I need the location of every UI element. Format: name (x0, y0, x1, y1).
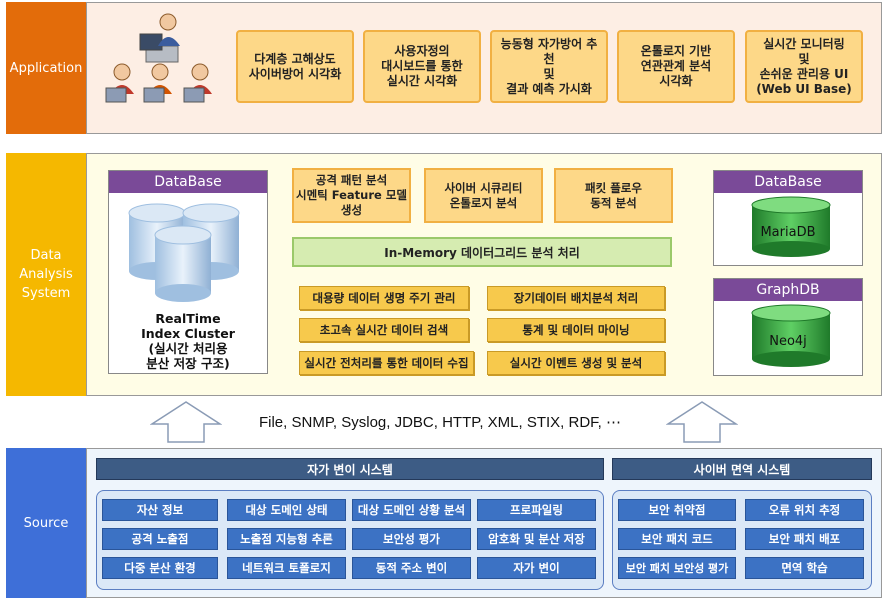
attack-pattern-box: 공격 패턴 분석 시멘틱 Feature 모델 생성 (292, 168, 411, 223)
feature-mining: 통계 및 데이터 마이닝 (487, 318, 665, 342)
source-item: 보안 취약점 (618, 499, 736, 521)
packet-flow-box: 패킷 플로우 동적 분석 (554, 168, 673, 223)
source-item: 동적 주소 변이 (352, 557, 471, 579)
source-item: 보안 패치 보안성 평가 (618, 557, 736, 579)
source-item: 면역 학습 (745, 557, 864, 579)
neo4j-cylinder-icon (751, 304, 831, 367)
up-arrow-left-icon (150, 401, 222, 443)
neo4j-label: Neo4j (769, 334, 807, 349)
feature-lifecycle: 대용량 데이터 생명 주기 관리 (299, 286, 469, 310)
source-item: 대상 도메인 상황 분석 (352, 499, 471, 521)
app-box-self-defense-recommendation: 능동형 자가방어 추천 및 결과 예측 가시화 (490, 30, 608, 103)
mariadb-cylinder-icon (751, 196, 831, 257)
tier-label-application: Application (6, 2, 86, 134)
source-item: 프로파일링 (477, 499, 596, 521)
source-item: 네트워크 토폴로지 (227, 557, 346, 579)
realtime-index-caption: RealTime Index Cluster (실시간 처리용 분산 저장 구조… (141, 311, 235, 371)
cyber-immune-header: 사이버 면역 시스템 (612, 458, 872, 480)
source-item: 대상 도메인 상태 (227, 499, 346, 521)
source-item: 다중 분산 환경 (102, 557, 218, 579)
feature-fast-search: 초고속 실시간 데이터 검색 (299, 318, 469, 342)
graphdb-database: GraphDB (713, 278, 863, 376)
feature-event-analysis: 실시간 이벤트 생성 및 분석 (487, 351, 665, 375)
feature-batch-analysis: 장기데이터 배치분석 처리 (487, 286, 665, 310)
app-box-dashboard-visualization: 사용자정의 대시보드를 통한 실시간 시각화 (363, 30, 481, 103)
tier-label-source: Source (6, 448, 86, 598)
source-item: 자가 변이 (477, 557, 596, 579)
mariadb-database: DataBase (713, 170, 863, 266)
in-memory-datagrid-bar: In-Memory 데이터그리드 분석 처리 (292, 237, 672, 267)
tier-label-data-analysis: Data Analysis System (6, 153, 86, 396)
database-header: DataBase (714, 171, 862, 193)
source-item: 자산 정보 (102, 499, 218, 521)
feature-data-collection: 실시간 전처리를 통한 데이터 수집 (299, 351, 474, 375)
app-box-ontology-visualization: 온톨로지 기반 연관관계 분석 시각화 (617, 30, 735, 103)
source-item: 노출점 지능형 추론 (227, 528, 346, 550)
app-box-multilayer-visualization: 다계층 고해상도 사이버방어 시각화 (236, 30, 354, 103)
app-box-monitoring-ui: 실시간 모니터링 및 손쉬운 관리용 UI (Web UI Base) (745, 30, 863, 103)
source-item: 공격 노출점 (102, 528, 218, 550)
protocol-list: File, SNMP, Syslog, JDBC, HTTP, XML, STI… (258, 414, 622, 431)
users-illustration-icon (105, 13, 212, 103)
ontology-analysis-box: 사이버 시큐리티 온톨로지 분석 (424, 168, 543, 223)
database-cylinders-icon (128, 203, 240, 302)
up-arrow-right-icon (666, 401, 738, 443)
source-item: 오류 위치 추정 (745, 499, 864, 521)
source-item: 암호화 및 분산 저장 (477, 528, 596, 550)
source-item: 보안 패치 배포 (745, 528, 864, 550)
source-item: 보안 패치 코드 (618, 528, 736, 550)
source-item: 보안성 평가 (352, 528, 471, 550)
graphdb-header: GraphDB (714, 279, 862, 301)
mariadb-label: MariaDB (760, 225, 816, 240)
database-header: DataBase (109, 171, 267, 193)
realtime-index-database: DataBase RealTime Index Cluster (실시간 처리용… (108, 170, 268, 374)
self-mutation-header: 자가 변이 시스템 (96, 458, 604, 480)
